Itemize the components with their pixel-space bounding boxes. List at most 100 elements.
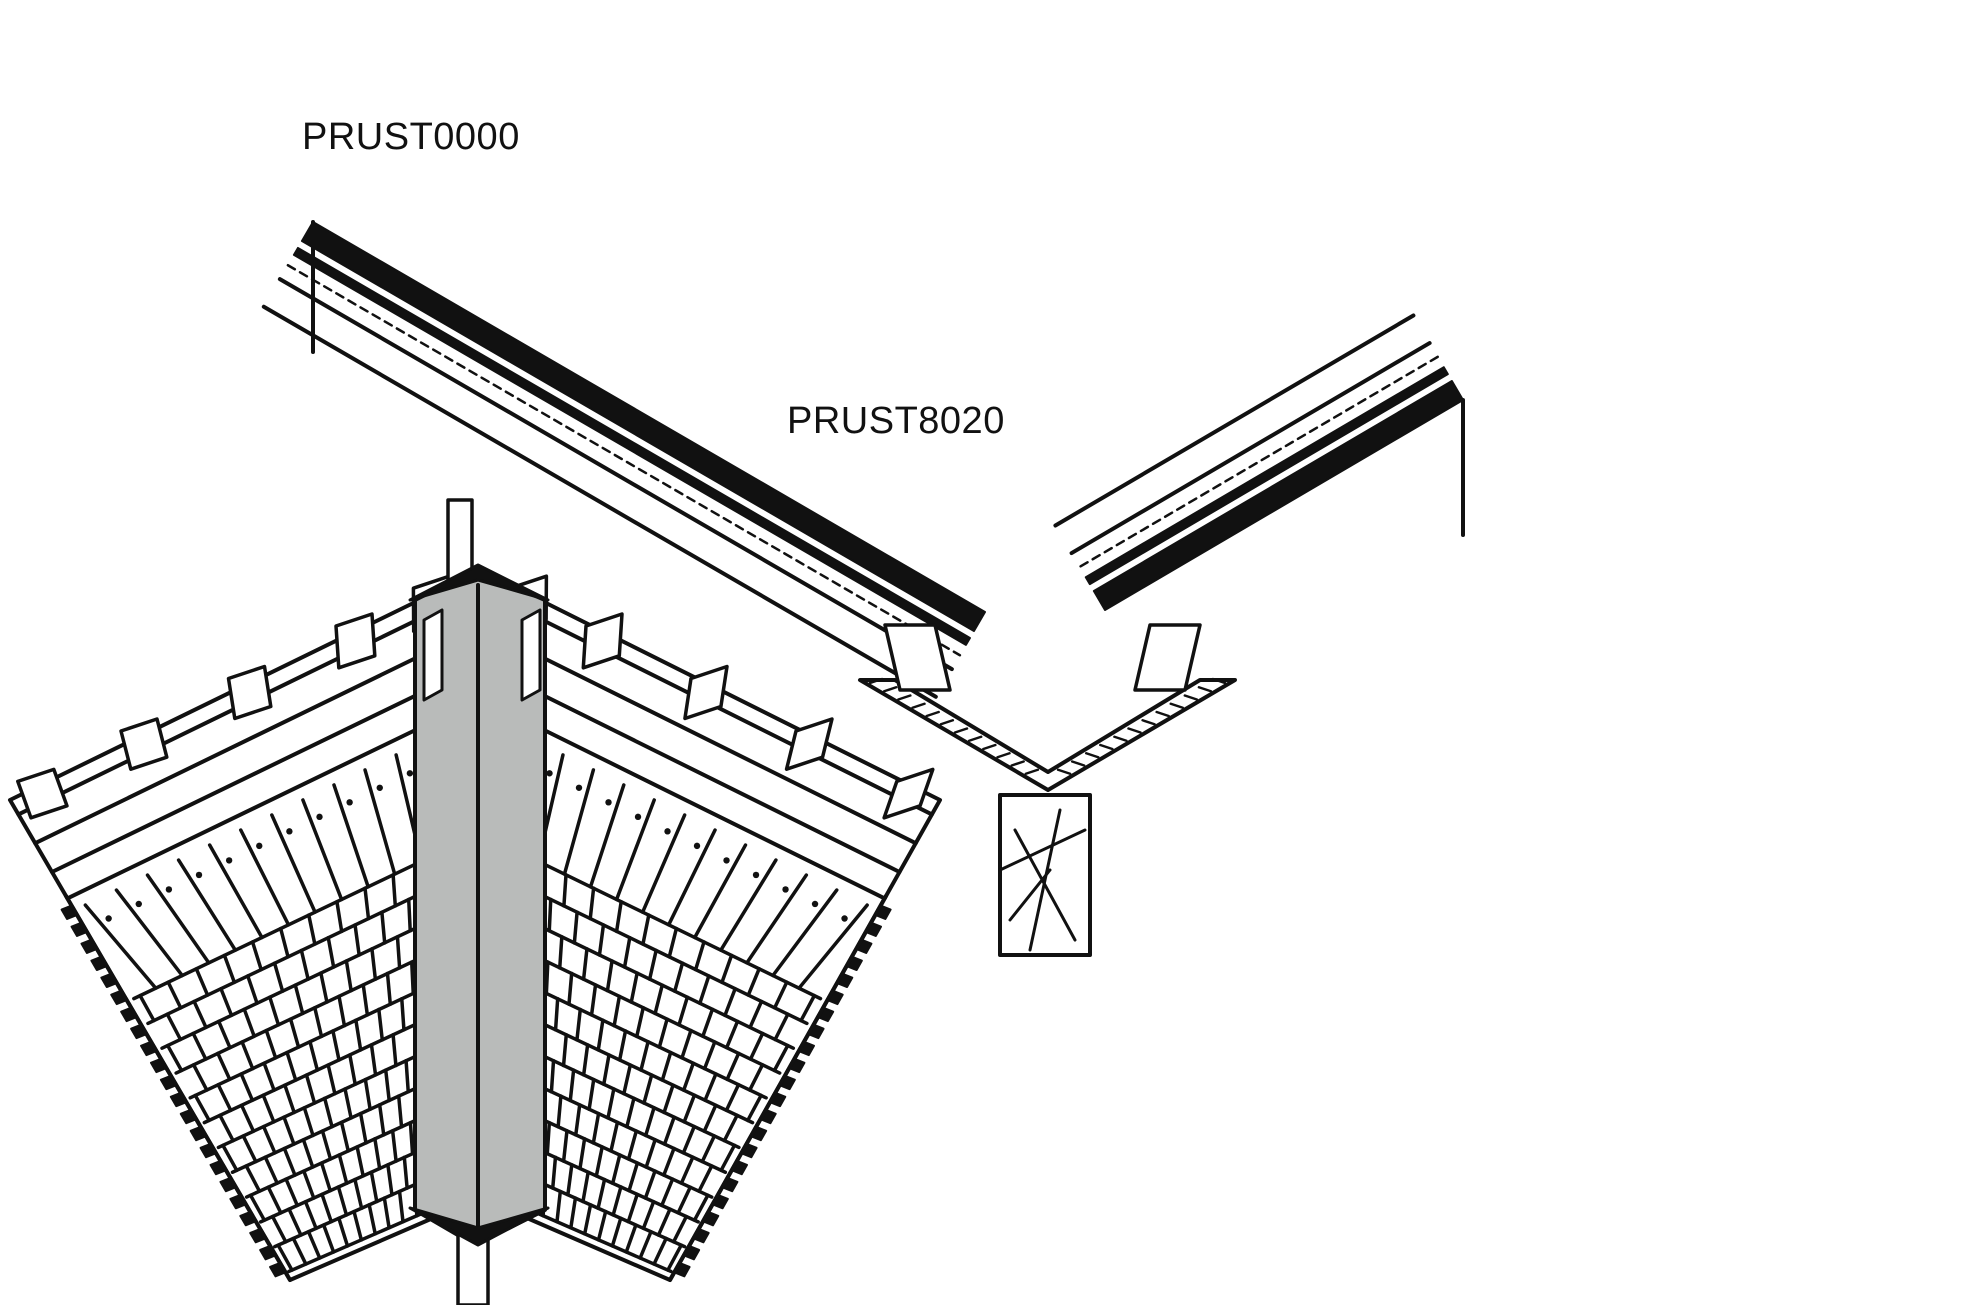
slate-joint xyxy=(395,935,402,970)
gutter-hatch xyxy=(868,677,884,685)
slate-joint xyxy=(354,1018,363,1052)
plane-edge xyxy=(64,894,292,1282)
slate-joint xyxy=(408,1120,415,1156)
tile-layer xyxy=(1092,380,1464,611)
slate-joint xyxy=(288,1017,301,1049)
slate-joint xyxy=(555,1189,563,1224)
slate-joint xyxy=(703,1072,718,1103)
slate-joint xyxy=(369,1170,379,1204)
slate-joint xyxy=(748,1031,765,1061)
slate-joint xyxy=(261,1124,277,1155)
slate-course xyxy=(521,1173,687,1249)
slate-joint xyxy=(723,986,737,1018)
slate-joint xyxy=(363,1077,372,1111)
nail-dot xyxy=(841,915,848,922)
batten-line xyxy=(50,681,442,874)
slate-joint xyxy=(720,953,734,985)
slate-course xyxy=(522,1045,741,1150)
slate-joint xyxy=(642,1073,654,1105)
slate-joint xyxy=(587,1077,596,1111)
slate-joint xyxy=(263,1155,279,1185)
plane-edge xyxy=(668,894,888,1282)
slate-joint xyxy=(627,1161,640,1193)
slate-joint xyxy=(622,935,632,969)
slate-joint xyxy=(629,971,639,1004)
gutter-hatch xyxy=(911,702,926,709)
slate-joint xyxy=(114,888,185,978)
slate-course xyxy=(160,917,437,1050)
gutter-hatch xyxy=(1127,727,1142,734)
gutter-hatch xyxy=(925,710,940,718)
slate-joint xyxy=(335,899,344,934)
nail-dot xyxy=(195,871,203,879)
batten-line xyxy=(1069,341,1432,556)
slate-joint xyxy=(681,1124,696,1155)
slate-joint xyxy=(748,1063,765,1092)
slate-joint xyxy=(276,1243,294,1272)
slate-joint xyxy=(352,1209,364,1242)
slate-joint xyxy=(386,1163,394,1197)
slate-course xyxy=(132,853,436,1001)
slate-joint xyxy=(676,1185,692,1215)
slate-joint xyxy=(568,1068,576,1103)
slate-joint xyxy=(302,1169,316,1200)
slate-joint xyxy=(307,913,317,946)
nail-dot xyxy=(752,871,760,879)
slate-joint xyxy=(719,858,778,952)
slate-joint xyxy=(358,1111,368,1145)
slate-joint xyxy=(569,1196,578,1230)
gutter-hatch xyxy=(1169,702,1184,709)
slate-joint xyxy=(666,1243,683,1272)
rafter-end-block xyxy=(882,767,935,820)
slate-joint xyxy=(361,983,370,1017)
slate-joint xyxy=(581,1043,590,1077)
slate-joint xyxy=(332,783,370,889)
slate-joint xyxy=(641,1199,656,1231)
slate-joint xyxy=(363,886,371,921)
slate-joint xyxy=(367,1203,377,1236)
gutter-hatch xyxy=(1099,743,1114,751)
slate-joint xyxy=(644,1138,657,1169)
slate-joint xyxy=(222,953,237,985)
gutter-hatch xyxy=(967,735,983,742)
slate-joint xyxy=(397,1189,405,1224)
slate-joint xyxy=(377,1007,385,1042)
slate-joint xyxy=(291,1236,308,1266)
valley-cap-top xyxy=(408,563,550,602)
slate-joint xyxy=(610,1216,623,1248)
slate-joint xyxy=(353,1177,364,1210)
left-roof-plane xyxy=(8,574,452,1282)
slate-joint xyxy=(302,1106,315,1138)
slate-joint xyxy=(692,1193,710,1222)
slate-joint xyxy=(660,1177,675,1208)
slate-joint xyxy=(588,783,626,889)
slate-joint xyxy=(409,960,415,996)
slate-joint xyxy=(748,999,764,1030)
slate-joint xyxy=(625,1096,636,1129)
slate-joint xyxy=(589,983,598,1017)
slate-course xyxy=(523,917,796,1050)
valley-section-view xyxy=(261,220,1465,957)
slate-joint xyxy=(582,1203,593,1236)
left-roof-section xyxy=(261,220,986,699)
slate-joint xyxy=(682,1093,697,1124)
nail-dot xyxy=(811,900,819,908)
slate-joint xyxy=(391,873,398,908)
nail-dot xyxy=(256,842,263,850)
batten-line xyxy=(518,644,918,846)
gutter-hatch xyxy=(1113,735,1128,742)
slate-joint xyxy=(612,994,622,1028)
slate-joint xyxy=(218,1113,235,1143)
slate-joint xyxy=(799,993,817,1023)
slate-joint xyxy=(561,1129,569,1163)
slate-joint xyxy=(609,1120,620,1153)
slate-joint xyxy=(567,971,574,1006)
gutter-hatch xyxy=(1024,768,1040,775)
slate-joint xyxy=(282,1146,297,1177)
slate-joint xyxy=(331,1029,341,1062)
nail-dot xyxy=(286,828,293,835)
slate-joint xyxy=(266,1185,283,1215)
slate-joint xyxy=(553,997,560,1032)
gutter-profile xyxy=(858,678,1237,792)
